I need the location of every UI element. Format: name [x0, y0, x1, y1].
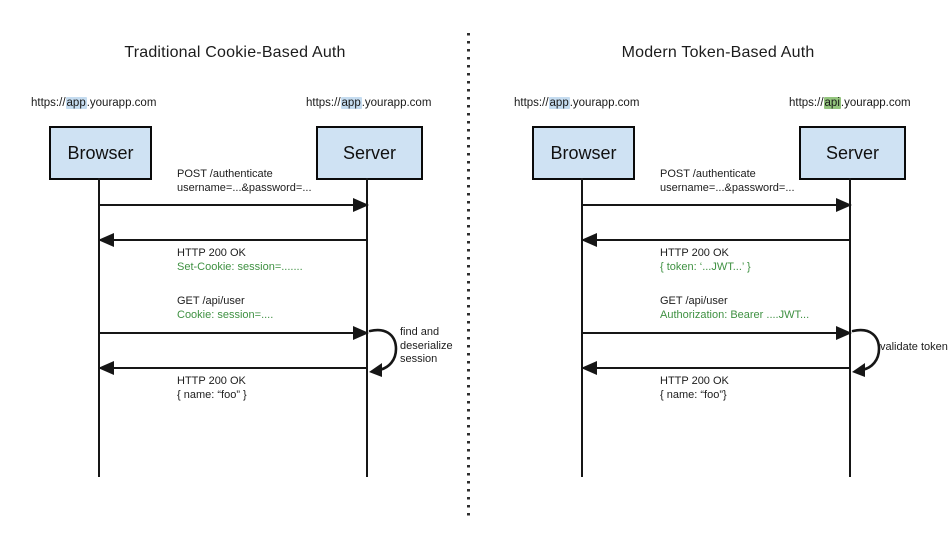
message-line2: { token: ‘...JWT...’ } [660, 260, 751, 273]
server-url: https://app.yourapp.com [306, 97, 431, 109]
url-suffix: .yourapp.com [840, 97, 911, 109]
message-line2: Cookie: session=.... [177, 308, 274, 321]
arrow-api-response [581, 361, 850, 375]
browser-label: Browser [550, 142, 617, 163]
server-actor-box: Server [316, 126, 423, 180]
panel-title: Modern Token-Based Auth [621, 44, 815, 61]
arrow-auth-response [581, 233, 850, 247]
arrowhead-left-icon [98, 361, 114, 375]
message-label-auth-response: HTTP 200 OK Set-Cookie: session=....... [177, 247, 407, 274]
arrow-get-api-user [583, 326, 852, 340]
message-line1: HTTP 200 OK [177, 247, 246, 259]
message-line1: HTTP 200 OK [177, 375, 246, 387]
message-line2: { name: “foo”} [660, 388, 727, 401]
url-prefix: https:// [306, 97, 341, 109]
server-label: Server [825, 142, 879, 163]
browser-actor-box: Browser [49, 126, 152, 180]
message-line1: GET /api/user [177, 295, 245, 307]
panel-cookie-auth: Traditional Cookie-Based Auth https://ap… [0, 0, 470, 540]
browser-url: https://app.yourapp.com [514, 97, 639, 109]
url-prefix: https:// [31, 97, 66, 109]
browser-lifeline [581, 178, 583, 477]
message-label-get-user: GET /api/user Authorization: Bearer ....… [660, 295, 890, 322]
url-suffix: .yourapp.com [361, 97, 432, 109]
message-line1: GET /api/user [660, 295, 728, 307]
message-label-auth-response: HTTP 200 OK { token: ‘...JWT...’ } [660, 247, 890, 274]
panel-token-auth: Modern Token-Based Auth https://app.your… [483, 0, 950, 540]
message-label-user-response: HTTP 200 OK { name: “foo” } [177, 375, 407, 402]
arrowhead-right-icon [836, 326, 852, 340]
browser-label: Browser [67, 142, 134, 163]
url-suffix: .yourapp.com [569, 97, 640, 109]
message-line1: HTTP 200 OK [660, 247, 729, 259]
arrowhead-right-icon [353, 326, 369, 340]
message-line1: POST /authenticate [660, 168, 756, 180]
self-loop-arrow-icon [851, 328, 881, 377]
url-prefix: https:// [789, 97, 824, 109]
server-actor-box: Server [799, 126, 906, 180]
message-label-request-auth: POST /authenticate username=...&password… [177, 168, 407, 195]
arrowhead-right-icon [353, 198, 369, 212]
arrow-post-authenticate [100, 198, 369, 212]
message-label-get-user: GET /api/user Cookie: session=.... [177, 295, 407, 322]
arrowhead-left-icon [98, 233, 114, 247]
arrowhead-left-icon [581, 233, 597, 247]
panel-title: Traditional Cookie-Based Auth [124, 44, 346, 61]
server-label: Server [342, 142, 396, 163]
panel-divider [467, 33, 470, 520]
message-line1: POST /authenticate [177, 168, 273, 180]
url-highlight-api: api [823, 97, 841, 109]
arrow-get-api-user [100, 326, 369, 340]
url-highlight-app: app [340, 97, 362, 109]
message-line1: HTTP 200 OK [660, 375, 729, 387]
self-loop-annotation: find and deserialize session [400, 326, 453, 365]
message-label-request-auth: POST /authenticate username=...&password… [660, 168, 890, 195]
arrowhead-right-icon [836, 198, 852, 212]
url-suffix: .yourapp.com [86, 97, 157, 109]
browser-url: https://app.yourapp.com [31, 97, 156, 109]
self-loop-annotation: validate token [880, 341, 948, 353]
browser-lifeline [98, 178, 100, 477]
url-prefix: https:// [514, 97, 549, 109]
browser-actor-box: Browser [532, 126, 635, 180]
arrow-auth-response [98, 233, 367, 247]
arrow-api-response [98, 361, 367, 375]
message-line2: username=...&password=... [177, 181, 312, 194]
url-highlight-app: app [548, 97, 570, 109]
message-line2: { name: “foo” } [177, 388, 247, 401]
arrow-post-authenticate [583, 198, 852, 212]
message-line2: username=...&password=... [660, 181, 795, 194]
self-loop-arrow-icon [368, 328, 398, 377]
message-line2: Authorization: Bearer ....JWT... [660, 308, 810, 321]
server-url: https://api.yourapp.com [789, 97, 911, 109]
arrowhead-left-icon [581, 361, 597, 375]
message-label-user-response: HTTP 200 OK { name: “foo”} [660, 375, 890, 402]
url-highlight-app: app [65, 97, 87, 109]
message-line2: Set-Cookie: session=....... [177, 260, 303, 273]
